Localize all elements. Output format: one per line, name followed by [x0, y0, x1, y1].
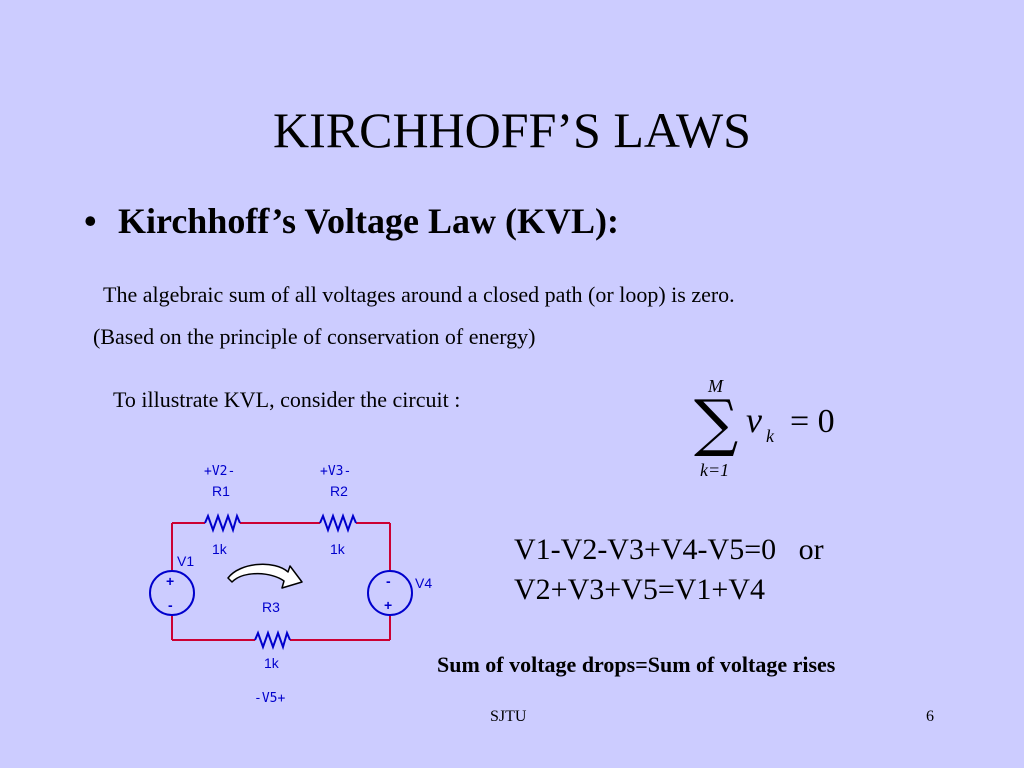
kvl-circuit-diagram: + - - + +V2- R1 1k +V3- R2 1k V1 V4 R3 1…: [149, 464, 432, 706]
sigma-icon: ∑: [694, 386, 738, 459]
v1-plus-sign: +: [166, 573, 174, 589]
slide-title: KIRCHHOFF’S LAWS: [272, 102, 751, 158]
r1-name-label: R1: [212, 483, 230, 499]
v4-name-label: V4: [415, 575, 432, 591]
r2-voltage-drop-label: +V3-: [320, 464, 351, 479]
kvl-equation-line-2: V2+V3+V5=V1+V4: [514, 573, 766, 606]
formula-lower-limit: k=1: [700, 460, 729, 480]
v1-minus-sign: -: [168, 597, 173, 613]
illustrate-text: To illustrate KVL, consider the circuit …: [113, 387, 461, 412]
page-number: 6: [926, 708, 934, 725]
kvl-heading-row: • Kirchhoff’s Voltage Law (KVL):: [84, 196, 619, 246]
kvl-heading: Kirchhoff’s Voltage Law (KVL):: [118, 201, 619, 241]
footer-institution: SJTU: [490, 708, 527, 725]
resistor-r2-icon: [319, 513, 357, 533]
voltage-source-v4-icon: [367, 570, 413, 616]
v1-name-label: V1: [177, 553, 194, 569]
r2-name-label: R2: [330, 483, 348, 499]
formula-subscript: k: [766, 426, 775, 446]
kvl-summation-formula: M ∑ v k = 0 k=1: [694, 376, 835, 480]
r3-voltage-drop-label: -V5+: [254, 691, 285, 706]
resistor-r3-icon: [254, 630, 291, 651]
r3-value-label: 1k: [264, 655, 280, 671]
kvl-statement: The algebraic sum of all voltages around…: [103, 282, 735, 307]
kvl-principle: (Based on the principle of conservation …: [93, 324, 536, 349]
kvl-summary: Sum of voltage drops=Sum of voltage rise…: [437, 652, 836, 677]
r1-voltage-drop-label: +V2-: [204, 464, 235, 479]
r2-value-label: 1k: [330, 541, 346, 557]
bullet-icon: •: [84, 201, 97, 241]
v4-minus-sign: -: [386, 573, 391, 589]
v4-plus-sign: +: [384, 597, 392, 613]
voltage-source-v1-icon: [149, 570, 195, 616]
formula-variable: v: [746, 400, 762, 440]
loop-direction-arrow-icon: [227, 563, 303, 589]
kvl-equation-line-1: V1-V2-V3+V4-V5=0 or: [514, 533, 824, 566]
resistor-r1-icon: [204, 513, 241, 534]
formula-upper-limit: M: [707, 376, 724, 396]
formula-equals-zero: = 0: [790, 403, 835, 440]
r3-name-label: R3: [262, 599, 280, 615]
r1-value-label: 1k: [212, 541, 228, 557]
circuit-wires: [171, 522, 391, 641]
